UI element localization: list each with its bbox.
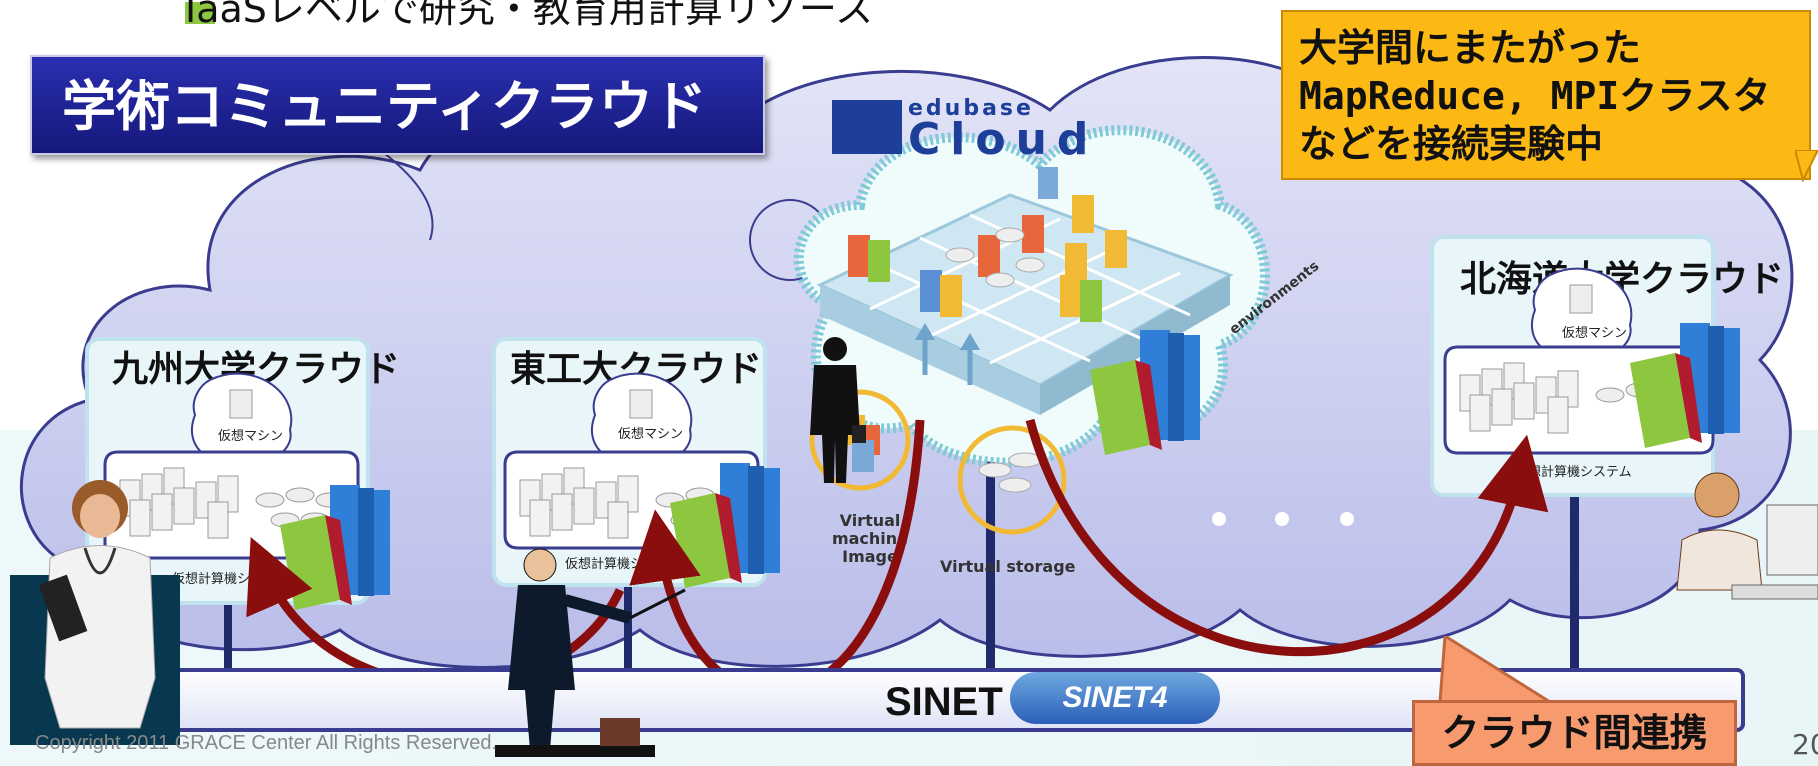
- sinet-label: SINET: [885, 680, 1003, 724]
- federation-label: クラウド間連携: [1412, 700, 1737, 766]
- page-number: 20: [1792, 728, 1818, 761]
- teacher-icon: [495, 548, 686, 757]
- vm-image-label: Virtual machine Image: [831, 511, 909, 566]
- hokkaido-servers-illustration: [1443, 267, 1715, 455]
- virtual-storage-label: Virtual storage: [940, 557, 1076, 576]
- callout-line-1: 大学間にまたがった: [1299, 26, 1642, 70]
- more-dot: [1275, 512, 1289, 526]
- book-stack-icon: [1630, 323, 1740, 448]
- edubase-product: Cloud: [908, 114, 1099, 165]
- computer-user-icon: [1676, 472, 1818, 600]
- bullet-square-icon: [185, 2, 215, 24]
- kyushu-vm-label: 仮想マシン: [218, 429, 284, 444]
- slide-title: 学術コミュニティクラウド: [30, 55, 765, 155]
- callout-note: 大学間にまたがった MapReduce, MPIクラスタ などを接続実験中: [1281, 10, 1811, 180]
- callout-pointer: [1795, 150, 1818, 183]
- sinet4-logo: SINET4: [1010, 672, 1220, 724]
- more-dot: [1340, 512, 1354, 526]
- federation-pointer: [1438, 636, 1556, 704]
- bullet-heading: IaaSレベルで研究・教育用計算リソース: [185, 0, 874, 31]
- book-stack-icon: [1090, 330, 1200, 455]
- edubase-brand: edubase: [908, 96, 1034, 121]
- callout-line-3: などを接続実験中: [1299, 122, 1604, 166]
- edubase-logo-icon: [832, 100, 902, 154]
- titech-vm-label: 仮想マシン: [618, 427, 684, 442]
- hokkaido-vm-label: 仮想マシン: [1562, 326, 1628, 341]
- more-dot: [1212, 512, 1226, 526]
- businessman-icon: [810, 337, 866, 483]
- doctor-icon: [38, 480, 156, 729]
- callout-line-2: MapReduce, MPIクラスタ: [1299, 74, 1771, 118]
- copyright-text: Copyright 2011 GRACE Center All Rights R…: [35, 732, 498, 754]
